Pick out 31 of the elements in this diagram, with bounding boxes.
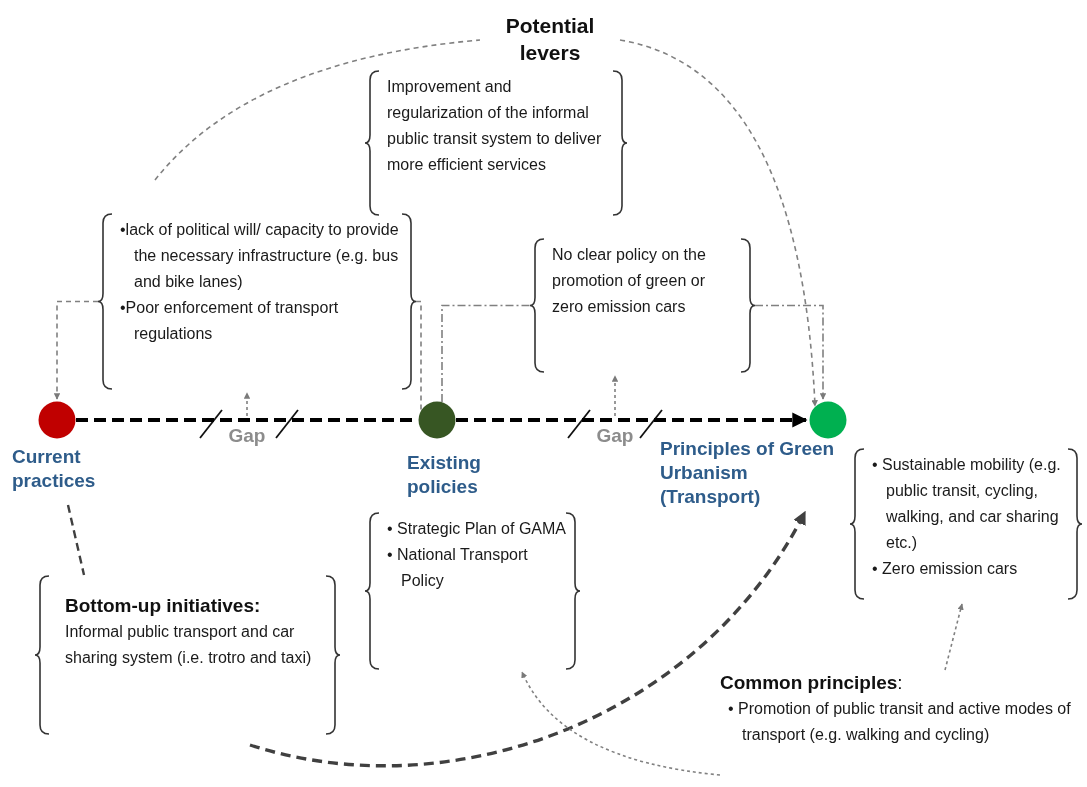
bullet-item: •Poor enforcement of transport regulations — [120, 298, 340, 344]
arrow — [243, 392, 251, 417]
milestone-label: Principles of Green Urbanism (Transport) — [660, 437, 836, 509]
milestone-label: Existing policies — [407, 451, 482, 499]
note-text: Improvement and regularization of the informal public transit system to deliver more efficient services — [387, 77, 603, 175]
note-text: Informal public transport and car sharing system (i.e. trotro and taxi) — [65, 622, 313, 668]
bullet-item: • National Transport Policy — [387, 545, 529, 591]
arrow — [249, 510, 807, 767]
arrow — [521, 671, 721, 776]
arrow — [456, 412, 808, 428]
note-text: No clear policy on the promotion of green or zero emission cars — [552, 245, 707, 317]
arrow — [611, 375, 619, 417]
bullet-item: •lack of political will/ capacity to provide the necessary infrastructure (e.g. bus and bike lanes) — [120, 220, 400, 292]
heading-text: Potential levers — [480, 12, 620, 68]
arrow — [619, 39, 818, 407]
arrow — [53, 300, 99, 400]
section-heading: Common principles: — [720, 671, 904, 695]
gap-label: Gap — [590, 424, 640, 448]
connector-line — [415, 300, 422, 411]
connector-line — [66, 504, 86, 576]
connector-line — [154, 39, 481, 181]
connector-line — [441, 304, 531, 403]
arrow — [754, 304, 827, 400]
gap-label: Gap — [222, 424, 272, 448]
bullet-item: • Promotion of public transit and active modes of transport (e.g. walking and cycling) — [728, 699, 1072, 745]
milestone-label: Current practices — [12, 445, 97, 493]
bullet-item: • Zero emission cars — [872, 559, 1019, 579]
bullet-item: • Sustainable mobility (e.g. public transit, cycling, walking, and car sharing etc.) — [872, 455, 1062, 553]
bullet-item: • Strategic Plan of GAMA — [387, 519, 566, 539]
arrow — [944, 603, 964, 671]
section-heading: Bottom-up initiatives: — [65, 594, 262, 618]
